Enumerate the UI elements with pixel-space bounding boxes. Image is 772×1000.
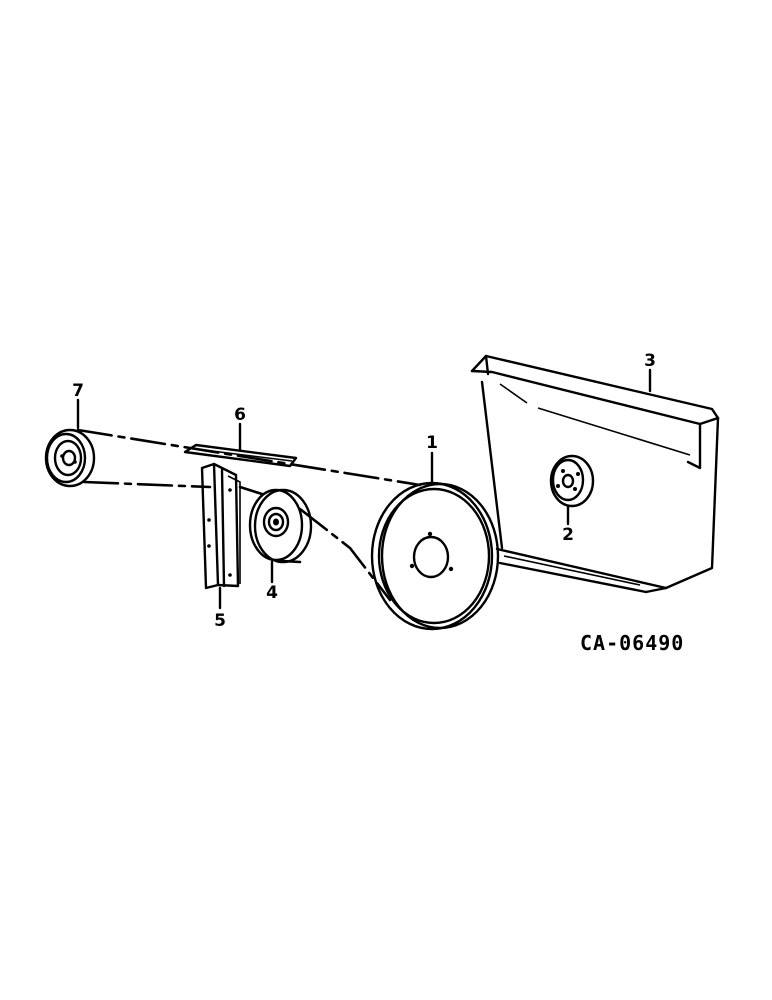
shield-housing bbox=[470, 354, 720, 594]
leader-lines bbox=[76, 368, 652, 610]
callout-5: 5 bbox=[214, 611, 226, 631]
pulley-part-7 bbox=[44, 428, 96, 488]
figure-code: CA-06490 bbox=[580, 631, 684, 655]
bracket-part-5 bbox=[200, 462, 241, 590]
large-pulley-part-1 bbox=[370, 481, 500, 631]
callout-6: 6 bbox=[234, 405, 246, 425]
callout-3: 3 bbox=[644, 351, 656, 371]
callout-7: 7 bbox=[72, 381, 84, 401]
callout-1: 1 bbox=[426, 433, 438, 453]
strip-part-6 bbox=[183, 443, 298, 468]
callout-2: 2 bbox=[562, 525, 574, 545]
hub-part-2 bbox=[549, 454, 595, 508]
callout-4: 4 bbox=[266, 583, 278, 603]
idler-pulley-part-4 bbox=[248, 488, 313, 564]
